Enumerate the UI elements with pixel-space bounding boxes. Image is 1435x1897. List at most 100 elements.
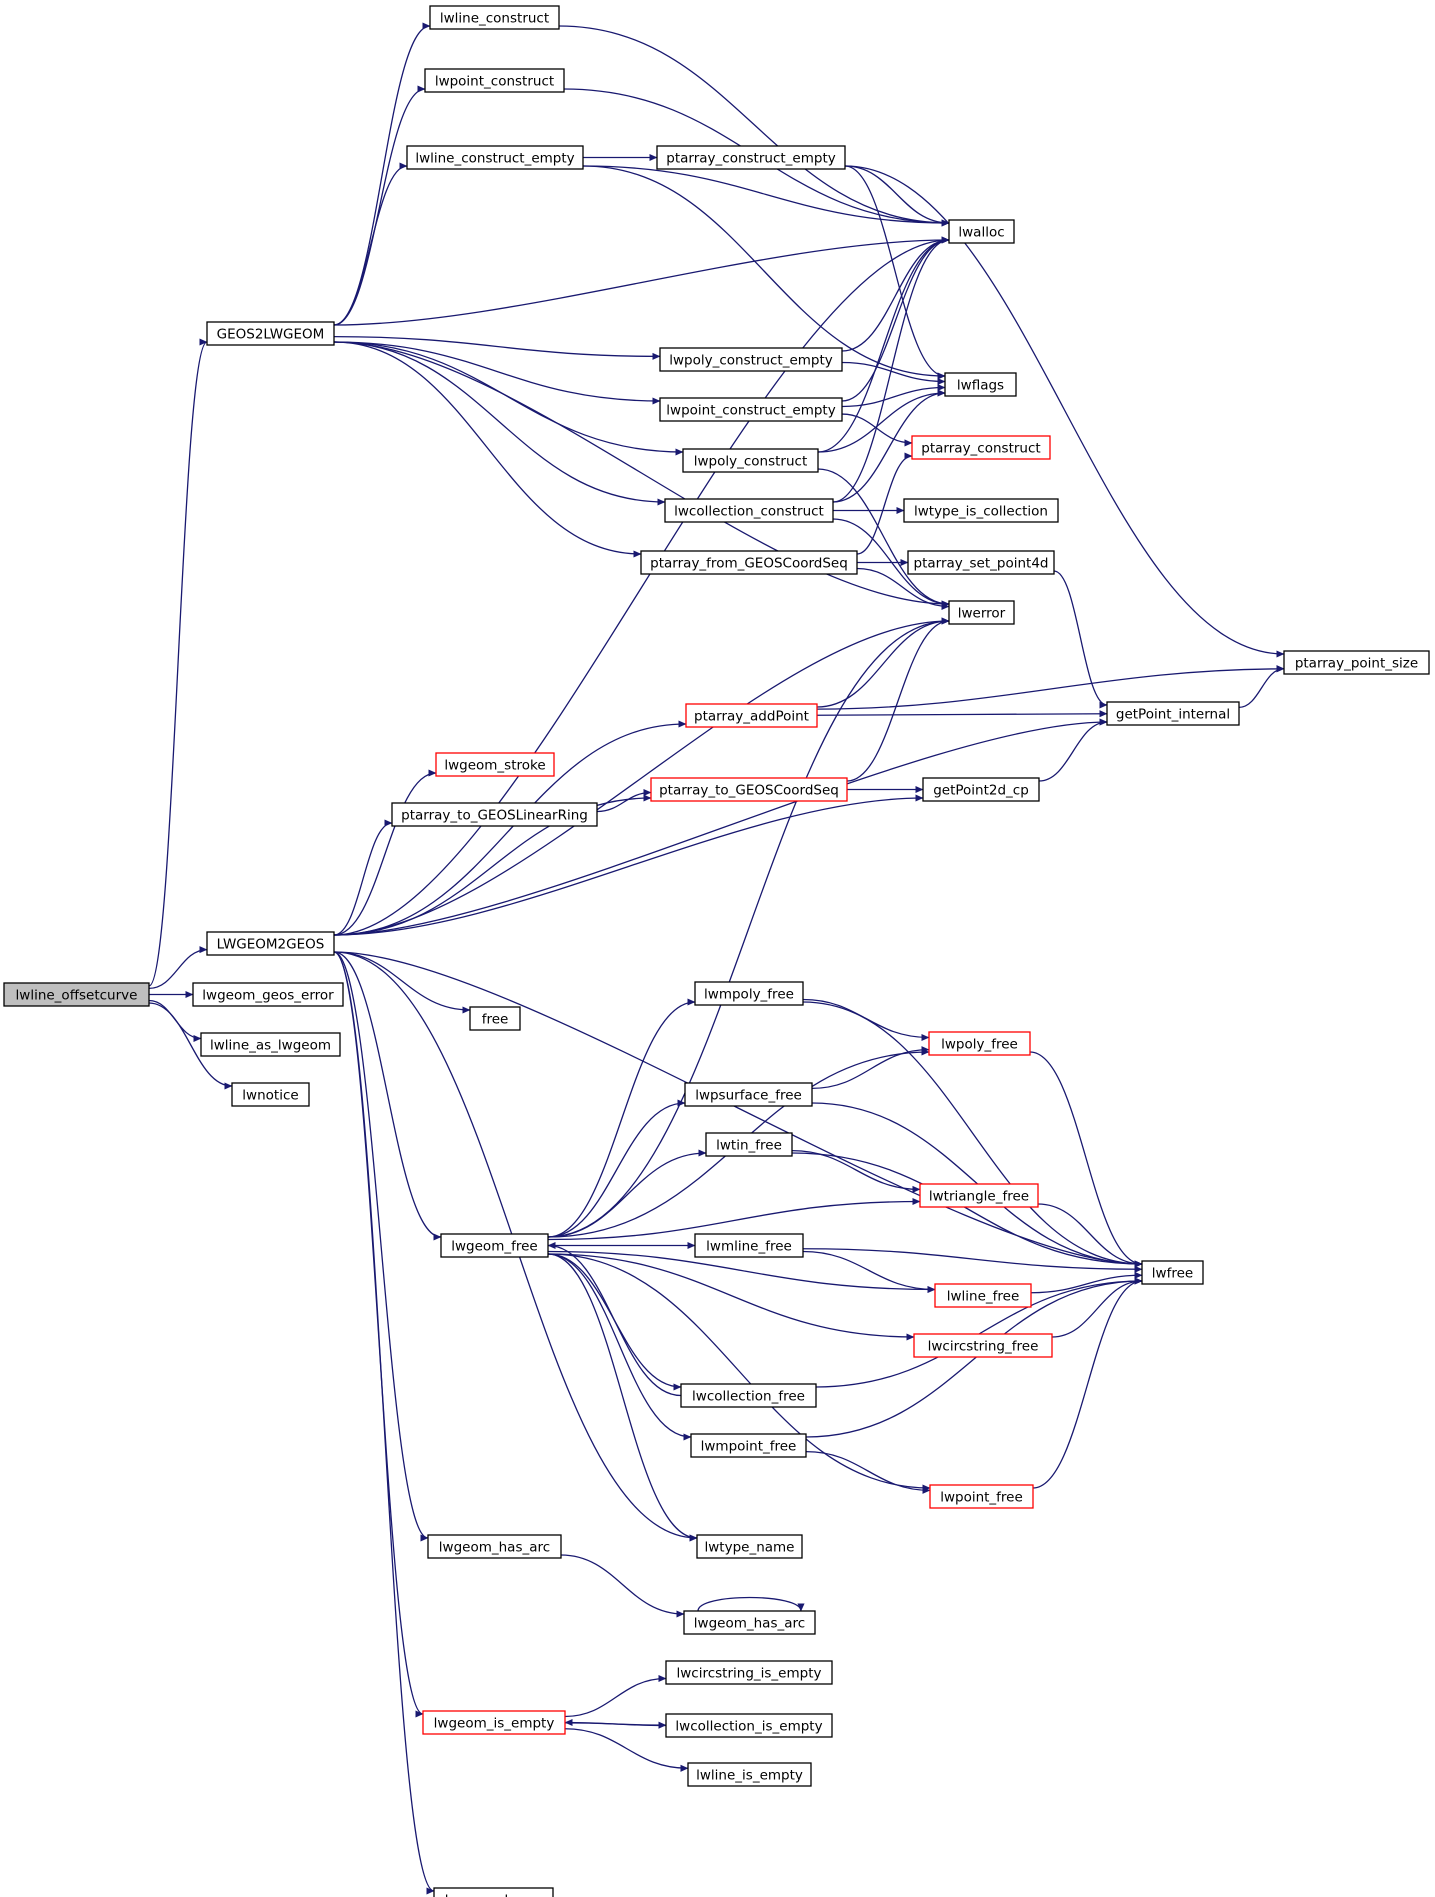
node-lwpoly-free[interactable]: lwpoly_free (928, 1031, 1031, 1056)
node-ptarray-set-point4d[interactable]: ptarray_set_point4d (907, 550, 1055, 575)
edges-layer (148, 22, 1285, 1895)
node-label: lwgeom_free (451, 1239, 537, 1255)
edge-lwgeom_is_empty-to-lwline_is_empty (564, 1728, 689, 1772)
node-box (903, 498, 1059, 523)
edge-ptarray_from_GEOSCoordSeq-to-ptarray_construct (856, 452, 913, 555)
edge-ptarray_construct_empty-to-ptarray_point_size (844, 165, 1285, 658)
node-lwline-as-lwgeom[interactable]: lwline_as_lwgeom (200, 1032, 341, 1057)
node-lwgeom-geos-error[interactable]: lwgeom_geos_error (192, 982, 344, 1007)
node-ptarray-from-GEOSCoordSeq[interactable]: ptarray_from_GEOSCoordSeq (640, 550, 858, 575)
edge-lwgeom_free-to-lwline_free (547, 1250, 936, 1294)
node-lwerror[interactable]: lwerror (948, 600, 1015, 625)
node-lwcollection-free[interactable]: lwcollection_free (680, 1383, 817, 1408)
node-lwgeom-is-empty[interactable]: lwgeom_is_empty (422, 1710, 566, 1735)
node-lwgeom-has-arc-b[interactable]: lwgeom_has_arc (683, 1610, 816, 1635)
node-label: lwpoly_free (941, 1037, 1018, 1053)
edge-lwmpoint_free-to-lwpoint_free (805, 1450, 931, 1494)
node-label: LWGEOM2GEOS (217, 937, 325, 953)
node-label: lwgeom_stroke (444, 758, 545, 774)
node-lwcircstring-is-empty[interactable]: lwcircstring_is_empty (665, 1660, 833, 1685)
edge-lwcollection_is_empty-to-lwgeom_is_empty (564, 1718, 667, 1727)
edge-lwgeom_free-to-lwmpoly_free (547, 998, 696, 1238)
node-getPoint2d-cp[interactable]: getPoint2d_cp (922, 777, 1040, 802)
edge-lwmline_free-to-lwfree (802, 1248, 1143, 1273)
node-label: lwline_free (947, 1289, 1020, 1305)
node-box (664, 498, 834, 523)
node-lwtin-free[interactable]: lwtin_free (705, 1132, 793, 1157)
node-label: lwpoint_construct_empty (666, 403, 835, 419)
node-lwmpoly-free[interactable]: lwmpoly_free (694, 981, 804, 1006)
node-lwfree[interactable]: lwfree (1141, 1260, 1204, 1285)
edge-lwcircstring_free-to-lwfree (1051, 1277, 1143, 1338)
node-box (907, 550, 1055, 575)
node-ptarray-construct[interactable]: ptarray_construct (911, 435, 1051, 460)
edge-ptarray_addPoint-to-getPoint_internal (816, 710, 1108, 718)
edge-lwpoint_construct_empty-to-lwalloc (841, 236, 950, 402)
edge-getPoint2d_cp-to-getPoint_internal (1038, 718, 1108, 782)
node-lwline-construct[interactable]: lwline_construct (429, 5, 560, 30)
node-lwcollection-construct[interactable]: lwcollection_construct (664, 498, 834, 523)
node-lwline-construct-empty[interactable]: lwline_construct_empty (406, 145, 584, 170)
node-lwgeom-has-arc-a[interactable]: lwgeom_has_arc (427, 1534, 562, 1559)
node-lwgeom-has-z[interactable]: lwgeom_has_z (433, 1887, 554, 1897)
node-box (919, 1183, 1039, 1208)
node-lwalloc[interactable]: lwalloc (948, 219, 1015, 244)
node-lwtype-name[interactable]: lwtype_name (696, 1534, 803, 1559)
node-ptarray-addPoint[interactable]: ptarray_addPoint (685, 703, 818, 728)
edge-lwpoly_construct-to-lwflags (817, 389, 946, 453)
node-lwpoint-construct[interactable]: lwpoint_construct (424, 68, 565, 93)
node-label: lwflags (957, 378, 1004, 394)
edge-GEOS2LWGEOM-to-lwalloc (333, 236, 950, 326)
node-ptarray-point-size[interactable]: ptarray_point_size (1283, 650, 1430, 675)
nodes-layer: lwline_offsetcurve GEOS2LWGEOM LWGEOM2GEOS… (3, 5, 1430, 1897)
edge-lwpoly_construct-to-lwerror (817, 468, 950, 608)
node-lwpoly-construct-empty[interactable]: lwpoly_construct_empty (659, 347, 843, 372)
node-label: lwgeom_is_empty (434, 1716, 555, 1732)
node-box (705, 1132, 793, 1157)
node-box (934, 1283, 1032, 1308)
node-label: ptarray_from_GEOSCoordSeq (650, 556, 848, 572)
node-free[interactable]: free (469, 1006, 521, 1031)
node-lwgeom-free[interactable]: lwgeom_free (440, 1233, 549, 1258)
node-box (913, 1333, 1053, 1358)
edge-lwgeom_free-to-lwtriangle_free (547, 1197, 921, 1241)
node-getPoint-internal[interactable]: getPoint_internal (1106, 701, 1240, 726)
node-lwline-offsetcurve[interactable]: lwline_offsetcurve (3, 982, 150, 1007)
node-lwpsurface-free[interactable]: lwpsurface_free (684, 1082, 813, 1107)
edge-LWGEOM2GEOS-to-getPoint_internal (333, 718, 1108, 936)
node-lwcircstring-free[interactable]: lwcircstring_free (913, 1333, 1053, 1358)
node-box (929, 1484, 1034, 1509)
node-lwgeom-stroke[interactable]: lwgeom_stroke (435, 752, 555, 777)
edge-lwline_offsetcurve-to-lwnotice (148, 1002, 233, 1090)
node-ptarray-to-GEOSCoordSeq[interactable]: ptarray_to_GEOSCoordSeq (650, 777, 848, 802)
node-lwtriangle-free[interactable]: lwtriangle_free (919, 1183, 1039, 1208)
node-lwpoly-construct[interactable]: lwpoly_construct (682, 448, 819, 473)
node-lwmpoint-free[interactable]: lwmpoint_free (690, 1433, 807, 1458)
node-box (659, 347, 843, 372)
node-box (427, 1534, 562, 1559)
edge-lwline_construct_empty-to-lwalloc (582, 165, 950, 227)
node-label: lwline_construct_empty (415, 151, 574, 167)
node-label: lwgeom_has_arc (694, 1616, 805, 1632)
node-ptarray-to-GEOSLinearRing[interactable]: ptarray_to_GEOSLinearRing (391, 802, 598, 827)
node-lwpoint-construct-empty[interactable]: lwpoint_construct_empty (659, 397, 843, 422)
edge-GEOS2LWGEOM-to-lwerror (333, 341, 950, 608)
node-ptarray-construct-empty[interactable]: ptarray_construct_empty (656, 145, 846, 170)
node-lwcollection-is-empty[interactable]: lwcollection_is_empty (665, 1713, 833, 1738)
node-LWGEOM2GEOS[interactable]: LWGEOM2GEOS (206, 931, 335, 956)
node-lwline-is-empty[interactable]: lwline_is_empty (687, 1762, 812, 1787)
node-GEOS2LWGEOM[interactable]: GEOS2LWGEOM (206, 321, 335, 346)
node-lwtype-is-collection[interactable]: lwtype_is_collection (903, 498, 1059, 523)
node-lwnotice[interactable]: lwnotice (231, 1082, 310, 1107)
edge-GEOS2LWGEOM-to-ptarray_from_GEOSCoordSeq (333, 341, 642, 558)
node-label: lwpsurface_free (695, 1088, 802, 1104)
edge-LWGEOM2GEOS-to-lwgeom_stroke (333, 769, 437, 936)
node-box (944, 372, 1017, 397)
node-lwpoint-free[interactable]: lwpoint_free (929, 1484, 1034, 1509)
node-lwmline-free[interactable]: lwmline_free (694, 1233, 804, 1258)
node-lwline-free[interactable]: lwline_free (934, 1283, 1032, 1308)
node-box (406, 145, 584, 170)
node-lwflags[interactable]: lwflags (944, 372, 1017, 397)
node-label: lwline_offsetcurve (16, 988, 138, 1004)
edge-lwgeom_free-to-lwmpoint_free (547, 1253, 692, 1441)
